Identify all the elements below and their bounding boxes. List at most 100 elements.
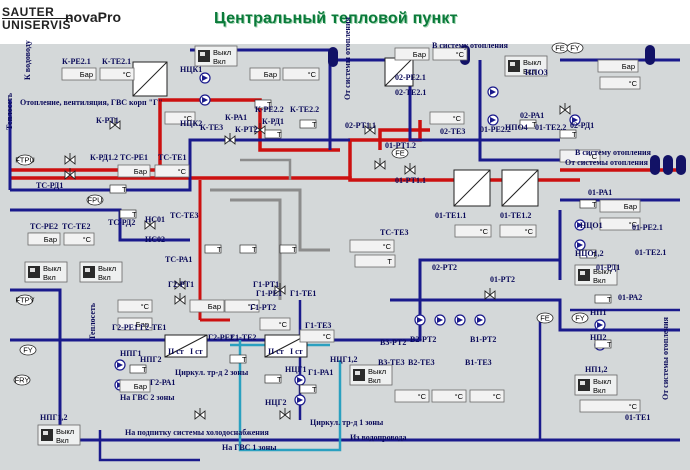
label-heating-left: Отопление, вентиляция, ГВС корп "Г"	[20, 98, 163, 107]
label-g1-rt2: Г1-РТ2	[250, 303, 276, 312]
field-k-re21[interactable]	[61, 67, 97, 81]
instrument-tag-fy1[interactable]	[19, 344, 37, 356]
field-o1-re21[interactable]	[599, 199, 641, 213]
sensor-box[interactable]	[109, 184, 127, 194]
field-g2-te1[interactable]	[224, 299, 260, 313]
field-g2-re1[interactable]	[189, 299, 225, 313]
sensor-box[interactable]	[129, 364, 147, 374]
label-o1-re22: 01-РЕ2.2	[480, 125, 511, 134]
sensor-box[interactable]	[519, 119, 537, 129]
instrument-tag-fe3[interactable]	[536, 312, 554, 324]
field-tc-te2[interactable]	[63, 232, 95, 246]
field-o1-te1[interactable]	[579, 399, 641, 413]
field-g2-te2-unit: Бар	[136, 320, 149, 329]
instrument-tag-ftpy[interactable]	[16, 294, 34, 306]
instrument-tag-fy1-text: FY	[23, 346, 33, 355]
instrument-tag-ftpu[interactable]	[16, 154, 34, 166]
field-g2-te2[interactable]	[117, 317, 153, 331]
field-o1-re22[interactable]	[597, 59, 639, 73]
label-k-te22: К-ТЕ2.2	[290, 105, 319, 114]
field-o1-te22[interactable]	[599, 76, 641, 90]
field-tc-re1[interactable]	[117, 164, 151, 178]
sensor-box[interactable]	[594, 294, 612, 304]
instrument-tag-fry[interactable]	[13, 374, 31, 386]
label-o2-rt11: 02-РТ1.1	[345, 121, 376, 130]
sensor-label: T	[592, 250, 597, 259]
sensor-box[interactable]	[264, 129, 282, 139]
on-label: Вкл	[593, 276, 606, 285]
field-k-te3[interactable]	[164, 111, 196, 125]
instrument-tag-fe2[interactable]	[391, 147, 409, 159]
field-o2-te3-unit: °C	[453, 114, 462, 123]
sensor-box[interactable]	[254, 99, 272, 109]
sensor-label: T	[252, 245, 257, 254]
sensor-box[interactable]	[594, 339, 612, 349]
label-ntsg2: НЦГ2	[265, 398, 287, 407]
field-v2[interactable]	[431, 389, 467, 403]
field-g2-re2[interactable]	[117, 299, 153, 313]
label-g1-te1: Г1-ТЕ1	[290, 289, 316, 298]
off-label: Выкл	[56, 427, 74, 436]
exchanger-diagonal	[453, 169, 491, 207]
field-v1[interactable]	[469, 389, 505, 403]
label-v3-rt2: В3-РТ2	[380, 338, 406, 347]
field-k-te21[interactable]	[99, 67, 135, 81]
field-g1-te3[interactable]	[299, 329, 335, 343]
return-heating	[330, 58, 560, 142]
field-k-re22[interactable]	[249, 67, 281, 81]
app-name: novaPro	[65, 9, 122, 25]
aux-pipe-2	[230, 198, 282, 300]
field-g1-te1-unit: °C	[279, 320, 288, 329]
return-main-pipe	[10, 138, 350, 192]
field-tc-te1-unit: °C	[178, 167, 187, 176]
sensor-box[interactable]	[119, 209, 137, 219]
sensor-box[interactable]	[239, 244, 257, 254]
sensor-box[interactable]	[204, 244, 222, 254]
sensor-box[interactable]	[264, 374, 282, 384]
field-v3[interactable]	[394, 389, 430, 403]
sensor-box[interactable]	[299, 384, 317, 394]
label-o1-te12: 01-ТЕ1.2	[500, 211, 531, 220]
label-gvs2: На ГВС 2 зоны	[120, 393, 175, 402]
field-tc-re2[interactable]	[27, 232, 61, 246]
label-ntsg1: НЦГ1	[285, 365, 307, 374]
pump-impeller	[577, 242, 583, 248]
field-o1-te21[interactable]	[599, 217, 641, 231]
sauter-logo: SAUTER UNISERVIS	[2, 6, 71, 31]
instrument-tag-fy2[interactable]	[566, 42, 584, 54]
sensor-box[interactable]	[579, 199, 597, 209]
switch-icon-key	[30, 268, 35, 272]
instrument-tag-fy3[interactable]	[571, 312, 589, 324]
field-o1-te11[interactable]	[454, 224, 492, 238]
field-g1-te1[interactable]	[259, 317, 291, 331]
sensor-box[interactable]	[579, 249, 597, 259]
field-g2-ra1[interactable]	[119, 379, 151, 393]
field-tc-te1[interactable]	[154, 164, 190, 178]
field-o2-te3[interactable]	[429, 111, 465, 125]
field-o1-ra1[interactable]	[559, 149, 601, 163]
label-tc-rd1: ТС-РД1	[36, 181, 63, 190]
label-k-te3: К-ТЕ3	[200, 123, 223, 132]
label-npg1: НПГ1	[120, 349, 142, 358]
label-o1-te1: 01-ТЕ1	[625, 413, 650, 422]
label-np2: НП2	[590, 333, 606, 342]
sensor-box[interactable]	[559, 129, 577, 139]
field-o2-te21[interactable]	[432, 47, 468, 61]
sensor-label: T	[242, 355, 247, 364]
sensor-box[interactable]	[279, 244, 297, 254]
instrument-tag-fe1-text: FE	[555, 44, 565, 53]
field-o1-te12[interactable]	[499, 224, 537, 238]
off-label: Выкл	[43, 264, 61, 273]
label-from-water: Из водопровода	[350, 433, 406, 442]
field-tc-te3-unit: °C	[383, 242, 392, 251]
sensor-box[interactable]	[299, 119, 317, 129]
field-o2-re21[interactable]	[394, 47, 430, 61]
field-k-te22[interactable]	[282, 67, 320, 81]
instrument-tag-fpu[interactable]	[86, 194, 104, 206]
label-o1-rt12: 01-РТ1.2	[385, 141, 416, 150]
sensor-box[interactable]	[229, 354, 247, 364]
field-tc-te3b[interactable]	[354, 254, 396, 268]
field-g2-ra1-unit: Бар	[134, 382, 147, 391]
label-to-heating-right: В систему отопления	[575, 148, 652, 157]
field-tc-te3[interactable]	[349, 239, 395, 253]
